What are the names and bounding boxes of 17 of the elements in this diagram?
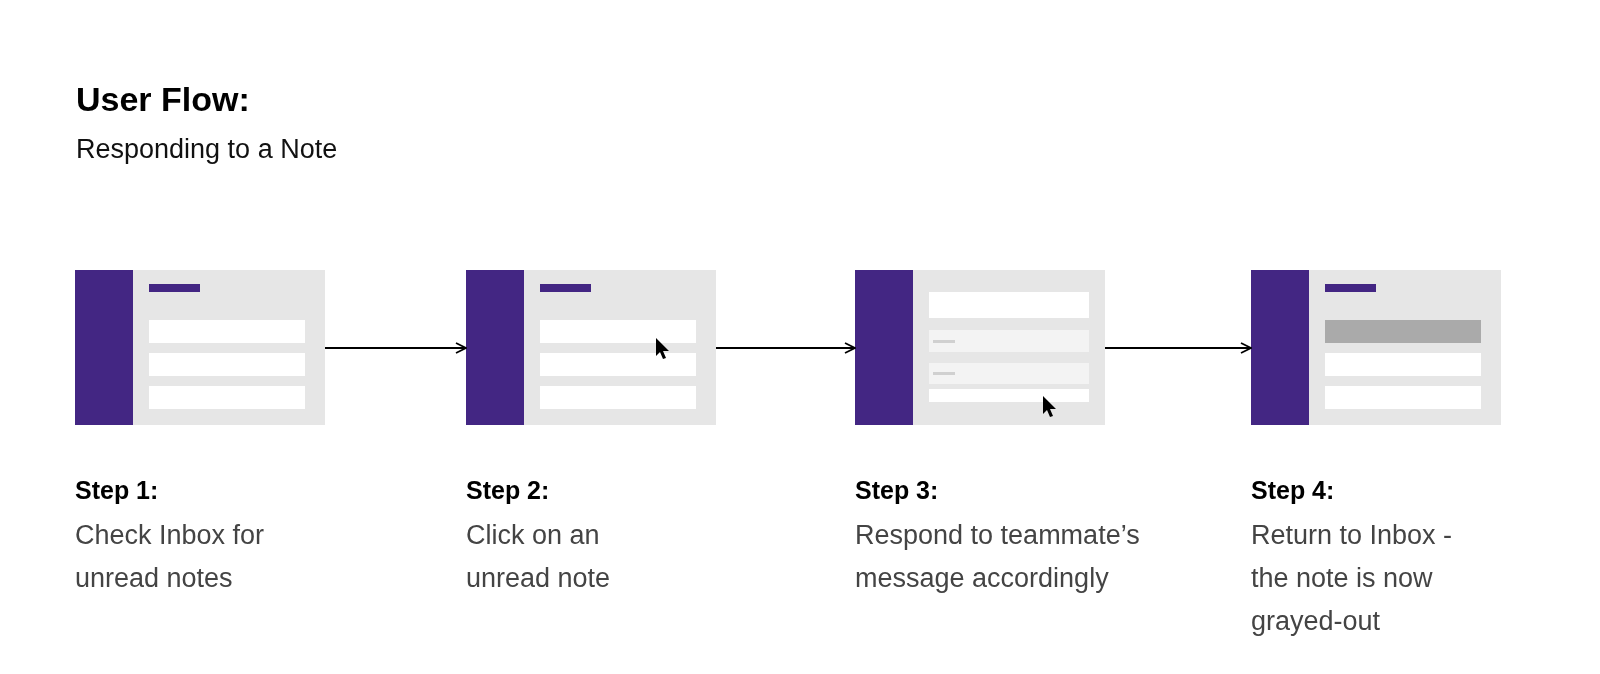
arrow (324, 342, 467, 354)
screen-wireframe-drawing (1251, 270, 1501, 425)
screen-wireframe-drawing (855, 270, 1105, 425)
step-description: Respond to teammate’s message accordingly (855, 519, 1141, 595)
flow-title: User Flow: (76, 80, 250, 119)
step-description: Click on an unread note (466, 519, 612, 595)
step-description: Return to Inbox - the note is now grayed-out (1251, 519, 1454, 638)
step-description: Check Inbox for unread notes (75, 519, 266, 595)
step-heading: Step 4: (1251, 476, 1335, 505)
screen-wireframe-drawing (75, 270, 325, 425)
step-heading: Step 3: (855, 476, 939, 505)
step-heading: Step 2: (466, 476, 550, 505)
arrow (715, 342, 856, 354)
flow-subtitle: Responding to a Note (76, 134, 338, 165)
arrow (1104, 342, 1252, 354)
screen-wireframe-drawing (466, 270, 716, 425)
step-heading: Step 1: (75, 476, 159, 505)
